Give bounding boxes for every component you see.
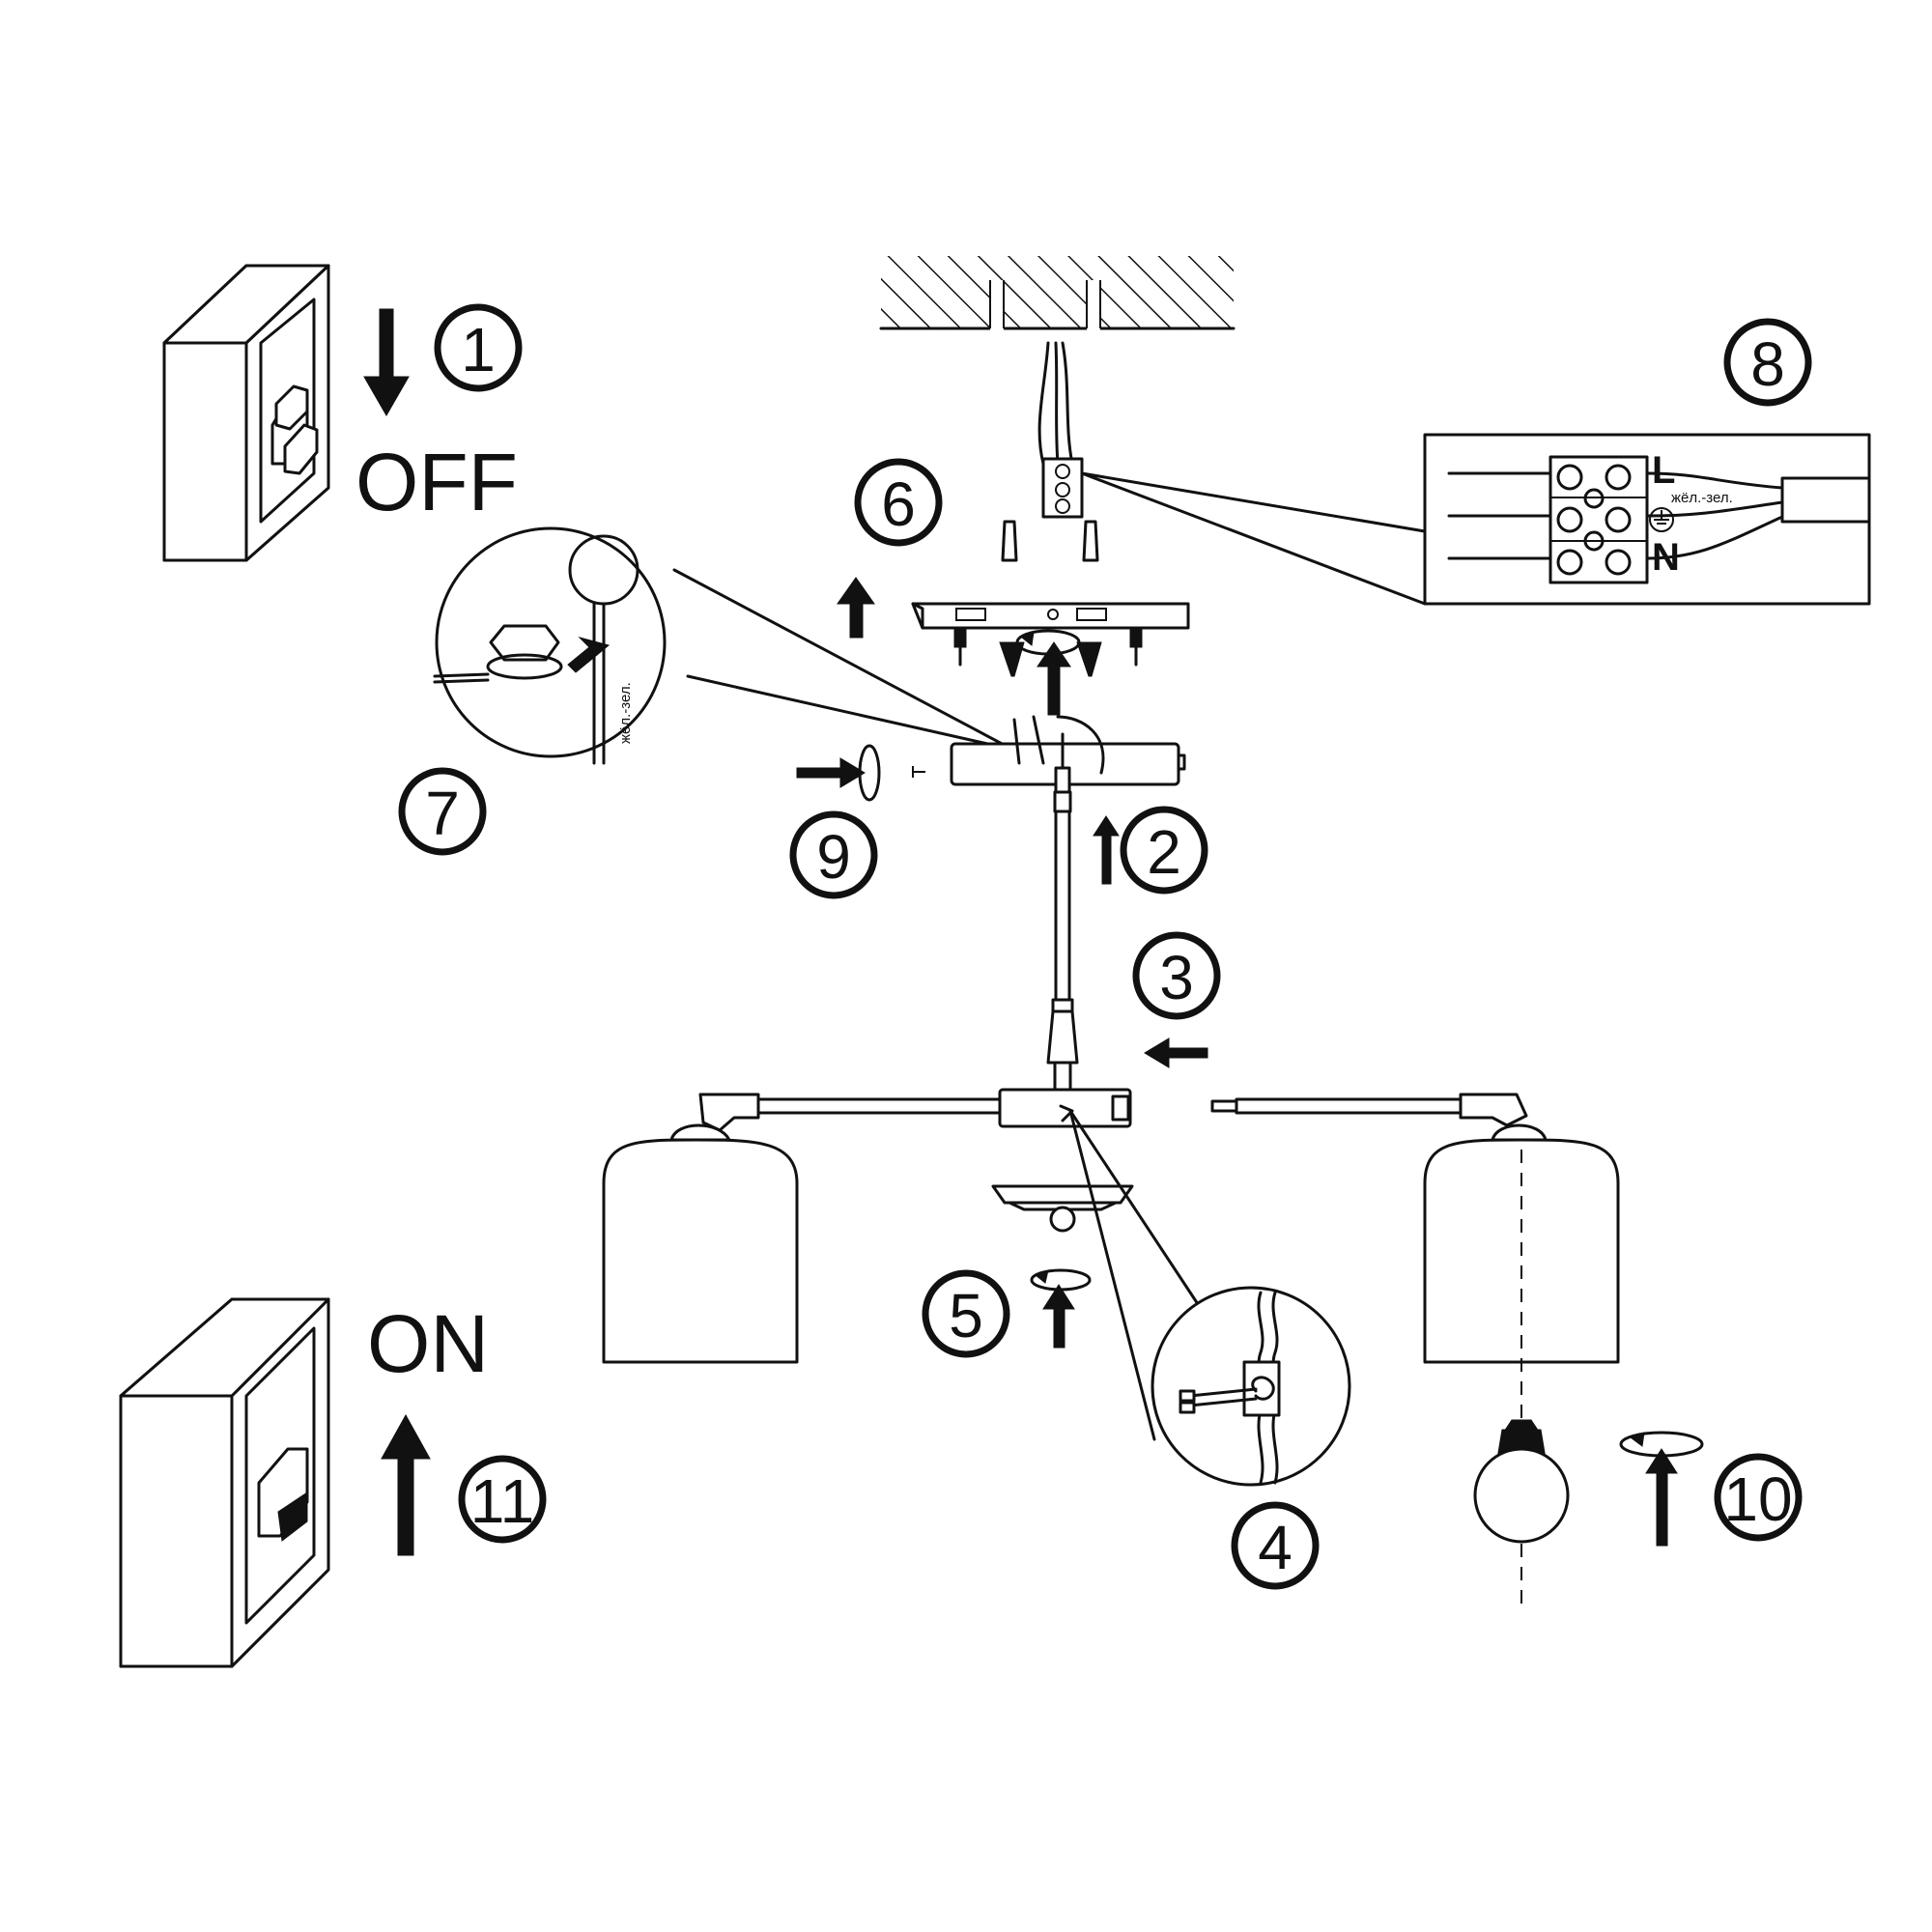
bottom-cap [991, 1184, 1134, 1233]
arrow-up-icon [1042, 1284, 1075, 1349]
arrow-up-icon [1093, 815, 1120, 885]
step-9-number: 9 [816, 822, 851, 892]
wire-label-terminal: жёл.-зел. [1671, 490, 1733, 506]
step-9-marker: 9 [789, 810, 878, 899]
step-7-marker: 7 [398, 767, 487, 856]
step-5-marker: 5 [922, 1269, 1010, 1358]
screws [999, 641, 1102, 677]
light-bulb [1473, 1419, 1570, 1544]
step-8-marker: 8 [1723, 318, 1812, 407]
supply-wires [1037, 341, 1074, 466]
step-1-number: 1 [461, 315, 496, 384]
step-5-number: 5 [949, 1281, 983, 1350]
earth-icon [1649, 507, 1674, 532]
terminal-block-small [1041, 457, 1084, 519]
mounting-bracket [911, 602, 1190, 667]
rotate-icon [858, 744, 881, 802]
wall-switch-off [162, 264, 330, 562]
step-11-number: 11 [470, 1466, 534, 1536]
wall-switch-on [119, 1297, 330, 1668]
arrow-up-icon [837, 577, 875, 639]
arrow-left-icon [1144, 1037, 1208, 1068]
earth-wire-inset: жёл.-зел. [433, 526, 1045, 765]
left-arm [669, 1093, 1002, 1142]
arrow-down-icon [363, 308, 410, 417]
off-label: OFF [355, 437, 518, 527]
step-2-number: 2 [1147, 817, 1181, 887]
canopy [950, 715, 1186, 794]
rotate-icon [1030, 1268, 1092, 1292]
arrow-up-icon [1037, 641, 1071, 716]
wire-label-inset: жёл.-зел. [617, 682, 634, 744]
ceiling [879, 256, 1236, 330]
right-arm [1210, 1093, 1548, 1142]
step-2-marker: 2 [1120, 806, 1208, 895]
step-11-marker: 11 [458, 1455, 547, 1544]
terminal-block-inset: L N жёл.-зел. [1080, 433, 1871, 606]
step-3-number: 3 [1159, 943, 1194, 1012]
set-screw [912, 766, 925, 778]
suspension-rod [1046, 790, 1079, 1094]
step-10-marker: 10 [1714, 1453, 1803, 1542]
wall-plugs [1001, 520, 1099, 562]
step-3-marker: 3 [1132, 931, 1221, 1020]
step-1-marker: 1 [434, 303, 523, 392]
step-6-number: 6 [881, 469, 916, 539]
left-shade [602, 1138, 799, 1364]
step-4-marker: 4 [1231, 1501, 1320, 1590]
arrow-right-icon [796, 757, 866, 788]
on-label: ON [367, 1298, 489, 1389]
arrow-up-icon [381, 1413, 431, 1556]
step-6-marker: 6 [854, 458, 943, 547]
arrow-up-icon [1645, 1448, 1678, 1547]
step-4-number: 4 [1258, 1513, 1293, 1582]
step-7-number: 7 [425, 779, 460, 848]
step-8-number: 8 [1750, 329, 1785, 399]
central-hub [998, 1088, 1132, 1128]
terminal-neutral-label: N [1652, 536, 1680, 579]
wire-connector-inset [1068, 1109, 1351, 1487]
terminal-live-label: L [1652, 449, 1675, 492]
step-10-number: 10 [1723, 1464, 1792, 1534]
